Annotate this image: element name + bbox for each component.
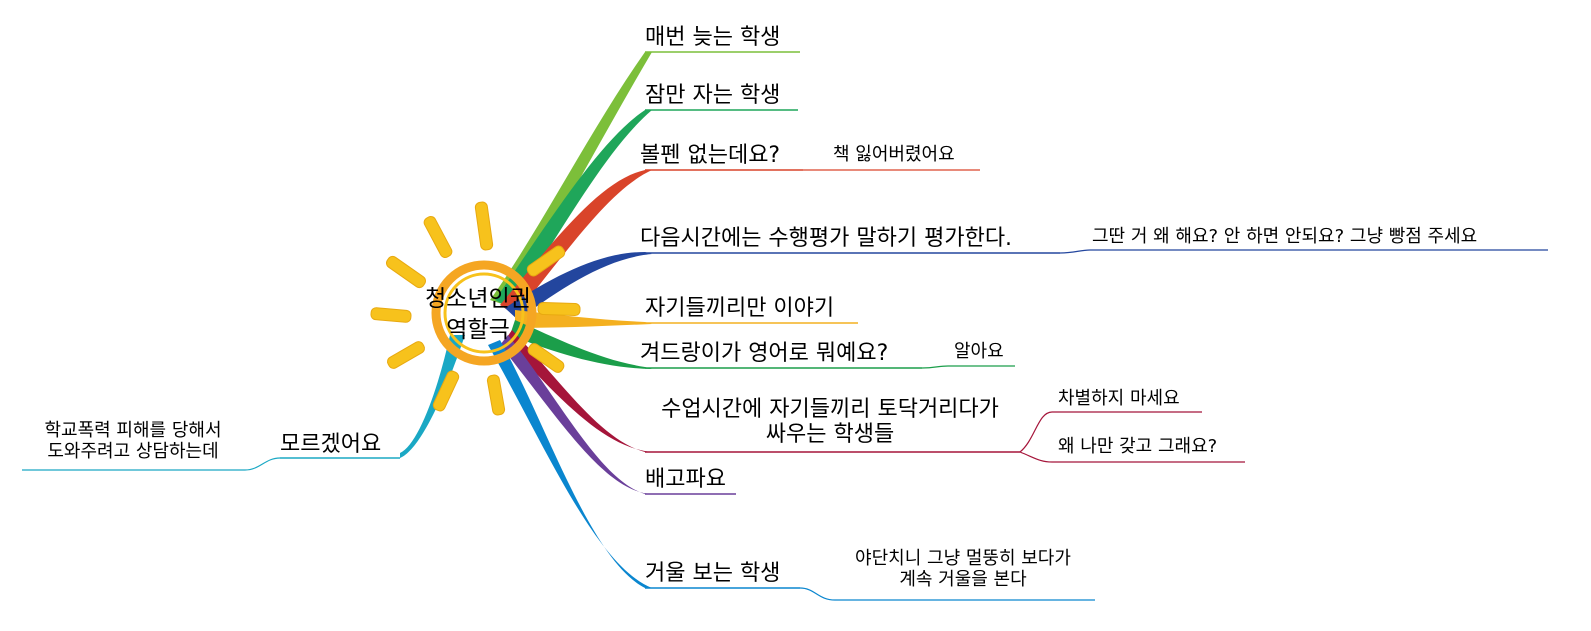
branch-7-child-2[interactable]: 왜 나만 갖고 그래요? [1058, 436, 1218, 457]
branch-3-ribbon [500, 170, 652, 315]
sun-ray [537, 301, 581, 317]
branch-6-ribbon [510, 320, 652, 369]
branch-10-child[interactable]: 학교폭력 피해를 당해서 도와주려고 상담하는데 [18, 420, 248, 462]
branch-7-label-line1: 수업시간에 자기들끼리 토닥거리다가 [661, 397, 999, 422]
sun-ray [387, 341, 425, 369]
branch-10-ribbon [400, 335, 465, 458]
branch-4-label[interactable]: 다음시간에는 수행평가 말하기 평가한다. [640, 226, 1013, 251]
branch-6-child-connector [921, 365, 1015, 369]
branch-1-label[interactable]: 매번 늦는 학생 [645, 25, 781, 50]
branch-10-child-connector [22, 457, 281, 471]
sun-ray [370, 307, 412, 323]
sun-ray [432, 370, 460, 412]
branch-2-ribbon [495, 110, 652, 308]
sun-ring-inner [443, 272, 525, 354]
branch-8-label[interactable]: 배고파요 [645, 467, 726, 492]
branch-7-label-line2: 싸우는 학생들 [765, 422, 895, 448]
sun-ray [386, 255, 426, 289]
branch-4-child-connector [1059, 249, 1548, 254]
branch-9-label[interactable]: 거울 보는 학생 [645, 561, 781, 586]
branch-9-child-line2: 계속 거울을 본다 [899, 568, 1027, 590]
branch-9-child-line1: 야단치니 그냥 멀뚱히 보다가 [855, 548, 1071, 569]
branch-8-ribbon [500, 335, 652, 494]
branch-5-label[interactable]: 자기들끼리만 이야기 [645, 296, 835, 321]
center-topic-line2: 역할극 [446, 317, 510, 344]
branch-6-label[interactable]: 겨드랑이가 영어로 뭐예요? [640, 341, 889, 366]
branch-10-child-line2: 도와주려고 상담하는데 [47, 440, 219, 462]
sun-ray [423, 216, 453, 258]
branch-9-child-connector [799, 587, 1095, 601]
sun-ring-outer [431, 260, 537, 366]
center-topic-line1: 청소년인권 [425, 286, 531, 312]
branch-6-child[interactable]: 알아요 [954, 341, 1004, 362]
branch-4-child[interactable]: 그딴 거 왜 해요? 안 하면 안되요? 그냥 빵점 주세요 [1092, 226, 1478, 247]
branch-3-label[interactable]: 볼펜 없는데요? [640, 143, 781, 168]
branch-10-label[interactable]: 모르겠어요 [280, 432, 382, 457]
sun-ray [486, 374, 506, 416]
branch-10-child-line1: 학교폭력 피해를 당해서 [44, 420, 222, 441]
branch-3-child[interactable]: 책 잃어버렸어요 [833, 144, 955, 165]
branch-7-child-1[interactable]: 차별하지 마세요 [1058, 388, 1180, 409]
center-topic[interactable]: 청소년인권 역할극 [408, 284, 548, 346]
branch-7-child2-connector [1019, 451, 1245, 463]
branch-7-label[interactable]: 수업시간에 자기들끼리 토닥거리다가 싸우는 학생들 [635, 397, 1025, 448]
branch-7-child1-connector [1019, 411, 1202, 453]
sun-ray [526, 245, 566, 277]
branch-2-label[interactable]: 잠만 자는 학생 [645, 83, 781, 108]
sun-ray [474, 201, 494, 251]
branch-1-ribbon [490, 52, 652, 305]
sun-ray [527, 343, 565, 373]
branch-9-child[interactable]: 야단치니 그냥 멀뚱히 보다가 계속 거울을 본다 [832, 548, 1094, 590]
branch-9-ribbon [488, 340, 652, 588]
sun-rays [370, 201, 581, 416]
